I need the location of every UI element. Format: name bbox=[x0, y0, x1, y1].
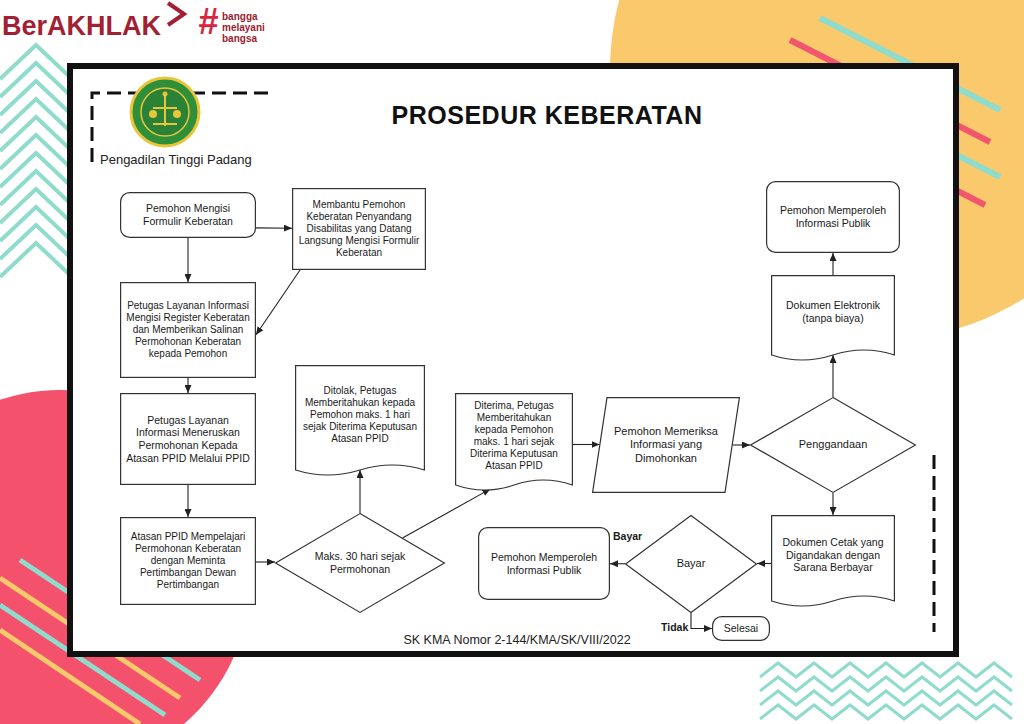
node-text: Petugas Layanan Informasi Mengisi Regist… bbox=[125, 300, 251, 360]
outline bbox=[767, 182, 900, 253]
node-text-block: Pemohon Memperoleh Informasi Publik bbox=[772, 204, 894, 229]
decision-diamond: Bayar bbox=[625, 515, 757, 613]
terminal-box: Pemohon Memperoleh Informasi Publik bbox=[478, 527, 610, 600]
outline bbox=[121, 518, 256, 605]
flow-arrow bbox=[610, 563, 625, 564]
process-box: Petugas Layanan Informasi Meneruskan Per… bbox=[120, 393, 256, 485]
node-text: Pemohon Mengisi Formulir Keberatan bbox=[126, 202, 250, 227]
outline bbox=[293, 189, 426, 270]
outline bbox=[276, 514, 445, 613]
outline bbox=[772, 276, 895, 360]
flow-arrow bbox=[187, 485, 188, 517]
process-box: Petugas Layanan Informasi Mengisi Regist… bbox=[120, 282, 256, 378]
outline bbox=[713, 617, 770, 641]
outline bbox=[296, 366, 425, 475]
node-text-block: Petugas Layanan Informasi Mengisi Regist… bbox=[125, 300, 251, 360]
court-emblem bbox=[131, 78, 199, 146]
node-text: Selesai bbox=[718, 622, 764, 635]
node-text: Ditolak, Petugas Memberitahukan kepada P… bbox=[301, 385, 419, 445]
caption: SK KMA Nomor 2-144/KMA/SK/VIII/2022 bbox=[317, 633, 717, 647]
node-text-block: Pemohon Memeriksa Informasi yang Dimohon… bbox=[609, 425, 723, 465]
node-text-block: Membantu Pemohon Keberatan Penyandang Di… bbox=[297, 199, 421, 259]
node-text-block: Maks. 30 hari sejak Permohonan bbox=[313, 550, 408, 575]
node-text: Diterima, Petugas Memberitahukan kepada … bbox=[461, 400, 567, 472]
flow-arrow bbox=[573, 444, 600, 445]
flow-arrow bbox=[832, 355, 833, 397]
brand-chevron bbox=[168, 3, 184, 25]
terminal-box: Pemohon Mengisi Formulir Keberatan bbox=[120, 192, 256, 238]
edge-label: Tidak bbox=[660, 621, 689, 633]
flow-arrow bbox=[403, 489, 491, 538]
outline bbox=[121, 283, 256, 378]
teal-chevrons bbox=[0, 45, 72, 277]
process-box: Atasan PPID Mempelajari Permohonan Keber… bbox=[120, 517, 256, 605]
slogan: bangga melayani bangsa bbox=[222, 11, 272, 44]
node-text: Bayar bbox=[654, 557, 728, 570]
node-text: Pemohon Memperoleh Informasi Publik bbox=[772, 204, 894, 229]
outline bbox=[479, 528, 610, 600]
dashed-bracket bbox=[933, 455, 936, 632]
outline bbox=[751, 398, 916, 493]
document-shape: Dokumen Elektronik (tanpa biaya) bbox=[771, 275, 895, 365]
decision-diamond: Penggandaan bbox=[750, 397, 916, 493]
node-text-block: Diterima, Petugas Memberitahukan kepada … bbox=[461, 400, 567, 472]
outline bbox=[772, 516, 895, 606]
node-text-block: Pemohon Memperoleh Informasi Publik bbox=[484, 551, 604, 576]
edge-label: Bayar bbox=[612, 530, 643, 542]
node-text-block: Bayar bbox=[654, 557, 728, 570]
node-text-block: Penggandaan bbox=[787, 438, 880, 451]
node-text: Pemohon Memperoleh Informasi Publik bbox=[484, 551, 604, 576]
flow-arrow bbox=[832, 253, 833, 275]
outline bbox=[593, 398, 740, 493]
document-shape: Ditolak, Petugas Memberitahukan kepada P… bbox=[295, 365, 425, 480]
node-text: Maks. 30 hari sejak Permohonan bbox=[313, 550, 408, 575]
node-text: Petugas Layanan Informasi Meneruskan Per… bbox=[125, 414, 251, 464]
node-text-block: Atasan PPID Mempelajari Permohonan Keber… bbox=[125, 531, 251, 591]
title: PROSEDUR KEBERATAN bbox=[300, 101, 794, 130]
main-panel bbox=[70, 66, 956, 654]
flow-arrow bbox=[256, 561, 275, 562]
outline bbox=[121, 394, 256, 485]
node-text: Membantu Pemohon Keberatan Penyandang Di… bbox=[297, 199, 421, 259]
flow-arrow bbox=[691, 613, 712, 629]
decision-diamond: Maks. 30 hari sejak Permohonan bbox=[275, 513, 445, 613]
data-parallelogram: Pemohon Memeriksa Informasi yang Dimohon… bbox=[592, 397, 740, 493]
node-text: Atasan PPID Mempelajari Permohonan Keber… bbox=[125, 531, 251, 591]
brand-name: BerAKHLAK bbox=[2, 12, 161, 42]
terminal-box: Pemohon Memperoleh Informasi Publik bbox=[766, 181, 900, 253]
node-text: Dokumen Cetak yang Digandakan dengan Sar… bbox=[777, 536, 889, 574]
node-text-block: Dokumen Elektronik (tanpa biaya) bbox=[777, 299, 889, 324]
flow-arrow bbox=[256, 270, 300, 335]
flow-arrow bbox=[757, 563, 771, 564]
flow-arrow bbox=[256, 227, 292, 228]
flow-arrow bbox=[832, 493, 833, 515]
node-text-block: Pemohon Mengisi Formulir Keberatan bbox=[126, 202, 250, 227]
flow-arrow bbox=[733, 444, 751, 445]
hashtag-symbol: # bbox=[198, 4, 218, 40]
node-text-block: Petugas Layanan Informasi Meneruskan Per… bbox=[125, 414, 251, 464]
node-text-block: Ditolak, Petugas Memberitahukan kepada P… bbox=[301, 385, 419, 445]
outline bbox=[121, 193, 256, 238]
process-box: Membantu Pemohon Keberatan Penyandang Di… bbox=[292, 188, 426, 270]
node-text: Dokumen Elektronik (tanpa biaya) bbox=[777, 299, 889, 324]
terminal-box: Selesai bbox=[712, 616, 770, 641]
teal-zigzag bbox=[760, 663, 1012, 719]
node-text-block: Dokumen Cetak yang Digandakan dengan Sar… bbox=[777, 536, 889, 574]
flow-arrow bbox=[187, 238, 188, 282]
node-text: Penggandaan bbox=[787, 438, 880, 451]
document-shape: Diterima, Petugas Memberitahukan kepada … bbox=[455, 393, 573, 495]
node-text-block: Selesai bbox=[718, 622, 764, 635]
node-text: Pemohon Memeriksa Informasi yang Dimohon… bbox=[609, 425, 723, 465]
outline bbox=[626, 516, 757, 613]
court-name: Pengadilan Tinggi Padang bbox=[100, 152, 252, 167]
document-shape: Dokumen Cetak yang Digandakan dengan Sar… bbox=[771, 515, 895, 611]
outline bbox=[456, 394, 573, 490]
flow-arrow bbox=[187, 378, 188, 393]
flow-arrow bbox=[359, 470, 360, 513]
